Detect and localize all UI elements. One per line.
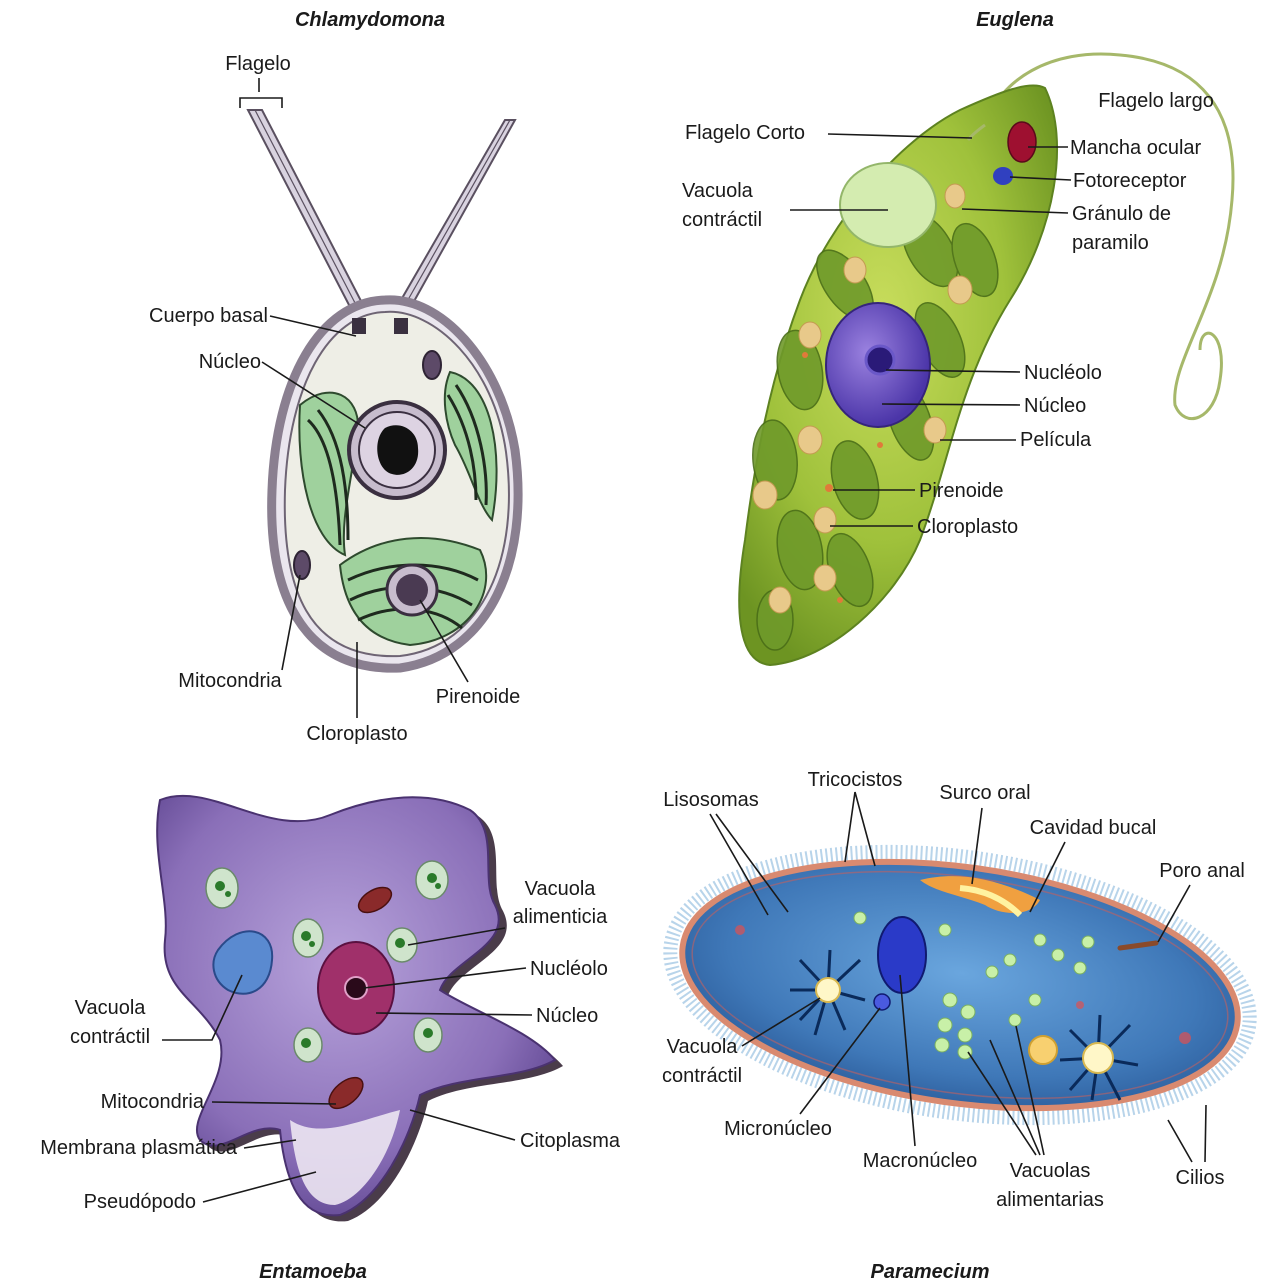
chlamydomona-label-cloroplasto: Cloroplasto bbox=[306, 723, 407, 745]
euglena-title: Euglena bbox=[976, 9, 1054, 31]
entamoeba-label-citoplasma: Citoplasma bbox=[520, 1130, 621, 1152]
chlamydomona-label-pirenoide: Pirenoide bbox=[436, 686, 521, 708]
entamoeba-label-nucleolo: Nucléolo bbox=[530, 958, 608, 980]
entamoeba-label-vacuola-contractil-1: Vacuola bbox=[75, 997, 147, 1019]
paramecium-label-alimentarias: alimentarias bbox=[996, 1189, 1104, 1211]
entamoeba-label-vacuola-contractil-2: contráctil bbox=[70, 1026, 150, 1048]
chlamydomona-nucleus bbox=[349, 402, 445, 498]
euglena-label-fotoreceptor: Fotoreceptor bbox=[1073, 170, 1187, 192]
chlamydomona-title: Chlamydomona bbox=[295, 9, 445, 31]
entamoeba-label-mitocondria: Mitocondria bbox=[101, 1091, 205, 1113]
entamoeba-label-nucleo: Núcleo bbox=[536, 1005, 598, 1027]
euglena-label-pirenoide: Pirenoide bbox=[919, 480, 1004, 502]
paramecium-label-vacuola: Vacuola bbox=[667, 1036, 739, 1058]
euglena-label-vacuola: Vacuola bbox=[682, 180, 754, 202]
paramecium-label-micronucleo: Micronúcleo bbox=[724, 1118, 832, 1140]
paramecium-macronucleus bbox=[878, 917, 926, 993]
paramecium-title: Paramecium bbox=[871, 1261, 990, 1283]
chlamydomona-label-mitocondria: Mitocondria bbox=[178, 670, 282, 692]
chlamydomona-label-nucleo: Núcleo bbox=[199, 351, 261, 373]
entamoeba-label-pseudopodo: Pseudópodo bbox=[84, 1191, 196, 1213]
chlamydomona-mitochondrion-2 bbox=[423, 351, 441, 379]
euglena-label-mancha-ocular: Mancha ocular bbox=[1070, 137, 1202, 159]
euglena-photoreceptor bbox=[993, 167, 1013, 185]
chlamydomona-basal-body bbox=[352, 318, 366, 334]
chlamydomona-mitochondrion bbox=[294, 551, 310, 579]
paramecium-label-tricocistos: Tricocistos bbox=[808, 769, 903, 791]
euglena-label-granulo: Gránulo de bbox=[1072, 203, 1171, 225]
entamoeba-label-vacuola: Vacuola bbox=[525, 878, 597, 900]
chlamydomona-panel: Chlamydomona bbox=[149, 9, 520, 745]
paramecium-label-lisosomas: Lisosomas bbox=[663, 789, 759, 811]
euglena-label-nucleo: Núcleo bbox=[1024, 395, 1086, 417]
euglena-label-contractil: contráctil bbox=[682, 209, 762, 231]
paramecium-label-vacuolas: Vacuolas bbox=[1010, 1160, 1091, 1182]
paramecium-label-poro-anal: Poro anal bbox=[1159, 860, 1245, 882]
euglena-eyespot bbox=[1008, 122, 1036, 162]
entamoeba-panel: Vacuola alimenticia Nucléolo Núcleo Vacu… bbox=[40, 796, 621, 1283]
paramecium-panel: Tricocistos Lisosomas Surco oral Cavidad… bbox=[653, 769, 1267, 1283]
chlamydomona-pyrenoid bbox=[387, 565, 437, 615]
euglena-panel: Euglena bbox=[682, 9, 1233, 665]
euglena-label-nucleolo: Nucléolo bbox=[1024, 362, 1102, 384]
euglena-label-pelicula: Película bbox=[1020, 429, 1092, 451]
euglena-label-flagelo-corto: Flagelo Corto bbox=[685, 122, 805, 144]
paramecium-label-macronucleo: Macronúcleo bbox=[863, 1150, 978, 1172]
chlamydomona-label-flagelo: Flagelo bbox=[225, 53, 291, 75]
euglena-label-cloroplasto: Cloroplasto bbox=[917, 516, 1018, 538]
paramecium-label-surco-oral: Surco oral bbox=[939, 782, 1030, 804]
euglena-nucleus bbox=[826, 303, 930, 427]
entamoeba-label-alimenticia: alimenticia bbox=[513, 906, 608, 928]
paramecium-micronucleus bbox=[874, 994, 890, 1010]
paramecium-label-cavidad-bucal: Cavidad bucal bbox=[1030, 817, 1157, 839]
entamoeba-nucleus bbox=[318, 942, 394, 1034]
entamoeba-title: Entamoeba bbox=[259, 1261, 367, 1283]
euglena-label-flagelo-largo: Flagelo largo bbox=[1098, 90, 1214, 112]
paramecium-label-contractil: contráctil bbox=[662, 1065, 742, 1087]
paramecium-label-cilios: Cilios bbox=[1176, 1167, 1225, 1189]
euglena-contractile-vacuole bbox=[840, 163, 936, 247]
entamoeba-label-membrana: Membrana plasmática bbox=[40, 1137, 238, 1159]
euglena-label-paramilo: paramilo bbox=[1072, 232, 1149, 254]
chlamydomona-label-cuerpo-basal: Cuerpo basal bbox=[149, 305, 268, 327]
